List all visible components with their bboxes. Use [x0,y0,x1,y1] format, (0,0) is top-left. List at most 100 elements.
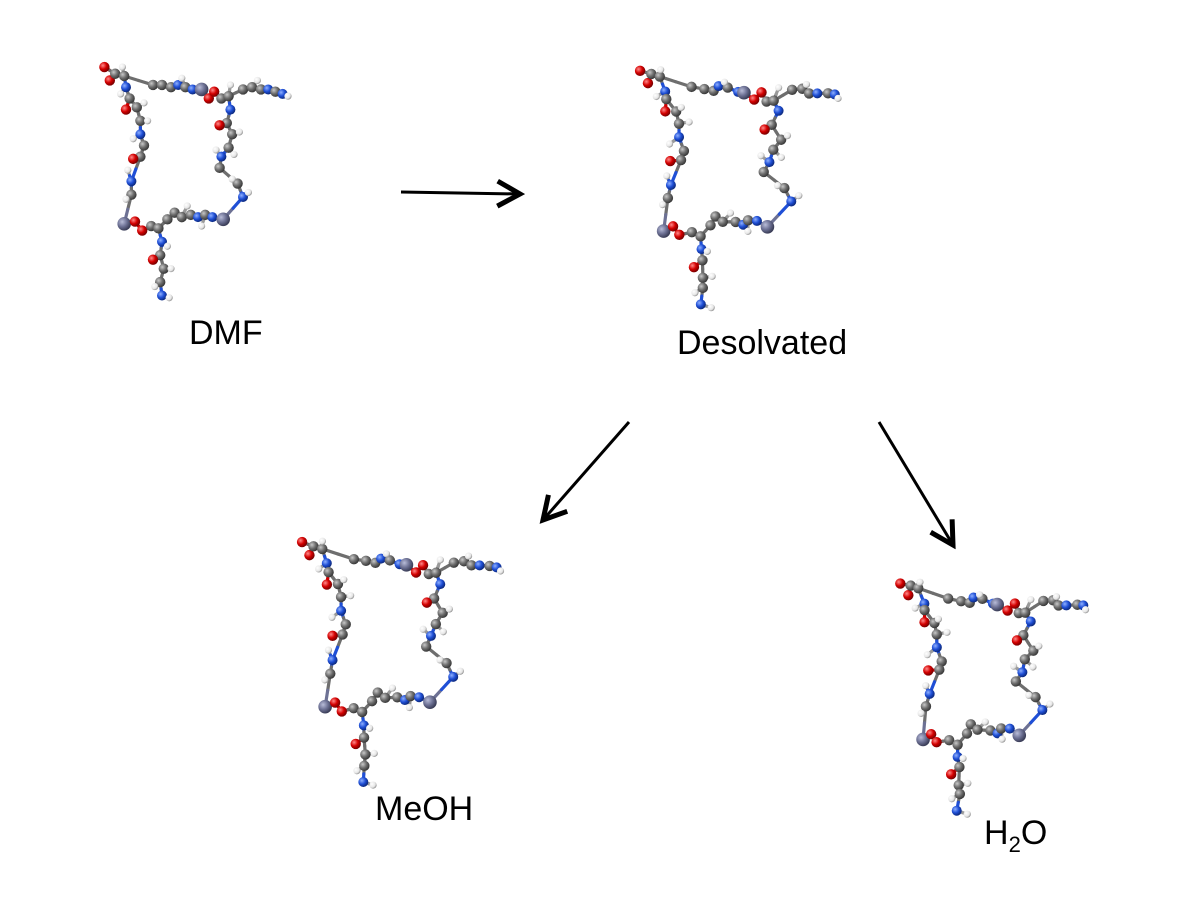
atom-hydrogen [353,767,360,774]
atom-carbon [227,129,237,139]
atom-carbon [357,707,367,717]
atom-hydrogen [227,81,234,88]
atom-hydrogen [236,128,243,135]
atom-carbon [686,82,696,92]
label-desolvated: Desolvated [677,326,847,360]
atom-oxygen [1010,598,1020,608]
atom-hydrogen [744,228,751,235]
atom-nitrogen [1037,705,1047,715]
atom-oxygen [635,66,645,76]
atom-nitrogen [414,692,424,702]
atom-hydrogen [948,795,955,802]
atom-nitrogen [358,777,368,787]
atom-metal [761,220,775,234]
atom-oxygen [130,216,140,226]
atom-hydrogen [117,90,124,97]
atom-oxygen [297,537,307,547]
atom-oxygen [946,769,956,779]
atom-hydrogen [666,140,673,147]
atom-hydrogen [1029,663,1036,670]
atom-hydrogen [1010,663,1017,670]
atom-hydrogen [229,175,236,182]
atom-nitrogen [786,196,796,206]
atom-carbon [153,223,163,233]
atom-hydrogen [686,118,693,125]
atom-carbon [431,619,441,629]
atom-hydrogen [437,556,444,563]
atom-nitrogen [1017,667,1027,677]
atom-nitrogen [426,631,436,641]
atom-carbon [367,696,377,706]
atom-carbon [119,71,129,81]
atom-carbon [341,619,351,629]
atom-nitrogen [328,655,338,665]
atom-hydrogen [151,283,158,290]
arrow-icon [543,422,629,520]
atom-hydrogen [709,273,716,280]
atom-hydrogen [446,605,453,612]
atom-carbon [361,556,371,566]
atom-nitrogen [1026,616,1036,626]
atom-oxygen [330,697,340,707]
atom-hydrogen [708,304,715,311]
label-meoh: MeOH [375,792,473,826]
atom-hydrogen [778,154,785,161]
atom-nitrogen [925,689,935,699]
atom-hydrogen [1035,643,1042,650]
atom-carbon [718,217,728,227]
atom-hydrogen [167,265,174,272]
atom-metal [423,695,437,709]
label-h2o-o: O [1021,814,1047,852]
atom-hydrogen [383,550,390,557]
atom-carbon [308,541,318,551]
atom-carbon [1011,676,1021,686]
atom-carbon [380,693,390,703]
atom-metal [990,598,1004,612]
atom-carbon [932,629,942,639]
atom-nitrogen [1061,600,1071,610]
atom-metal [1012,729,1026,743]
atom-carbon [1020,607,1030,617]
atom-oxygen [919,617,929,627]
atom-hydrogen [122,196,129,203]
atom-carbon [360,749,370,759]
atom-oxygen [643,78,653,88]
atom-metal [318,700,332,714]
atom-nitrogen [207,212,217,222]
atom-carbon [743,215,753,225]
atom-carbon [323,567,333,577]
atom-hydrogen [497,567,504,574]
atom-hydrogen [184,202,191,209]
atom-hydrogen [1027,596,1034,603]
atom-hydrogen [140,99,147,106]
atom-carbon [214,163,224,173]
atom-hydrogen [935,616,942,623]
atom-oxygen [903,590,913,600]
atom-carbon [955,789,965,799]
atom-metal [737,86,751,100]
atom-nitrogen [121,82,131,92]
atom-carbon [1038,596,1048,606]
atom-nitrogen [448,672,458,682]
atom-hydrogen [284,93,291,100]
atom-hydrogen [325,646,332,653]
atom-carbon [139,140,149,150]
atom-hydrogen [659,201,666,208]
atom-carbon [768,96,778,106]
atom-carbon [157,80,167,90]
label-h2o-subscript: 2 [1009,832,1021,857]
atom-nitrogen [752,216,762,226]
atom-oxygen [148,254,158,264]
atom-hydrogen [834,95,841,102]
atom-carbon [699,84,709,94]
atom-carbon [787,85,797,95]
atom-hydrogen [795,192,802,199]
atom-carbon [962,728,972,738]
molecule-h2o [895,578,1089,817]
atom-carbon [698,273,708,283]
atom-carbon [336,592,346,602]
atom-hydrogen [124,166,131,173]
atom-hydrogen [166,294,173,301]
